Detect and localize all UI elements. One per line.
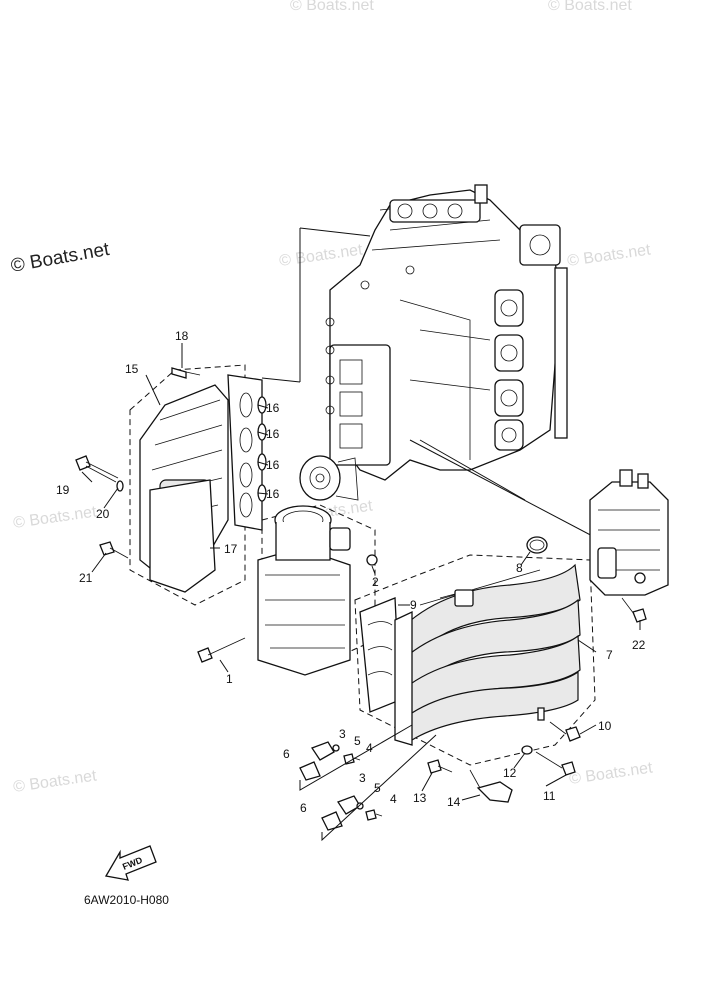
part-label-3: 3 [339, 727, 346, 741]
watermark-faded: © Boats.net [12, 503, 98, 532]
part-label-6: 6 [283, 747, 290, 761]
part-label-20: 20 [96, 507, 110, 521]
part-label-9: 9 [410, 598, 417, 612]
part-number-labels: 1 2 3 3 4 4 5 5 6 6 7 8 9 10 11 12 13 14… [56, 329, 646, 815]
part-label-10: 10 [598, 719, 612, 733]
part-label-4: 4 [366, 741, 373, 755]
part-label-4b: 4 [390, 792, 397, 806]
part-label-16d: 16 [266, 487, 280, 501]
watermark-faded: © Boats.net [566, 241, 652, 270]
part-label-18: 18 [175, 329, 189, 343]
throttle-body [197, 504, 378, 676]
cylinder-ports [494, 289, 524, 451]
reference-code: 6AW2010-H080 [84, 893, 169, 907]
part-label-5: 5 [354, 734, 361, 748]
sensor-assembly [299, 724, 437, 842]
part-label-6b: 6 [300, 801, 307, 815]
part-label-16c: 16 [266, 458, 280, 472]
part-label-2: 2 [372, 575, 379, 589]
part-label-19: 19 [56, 483, 70, 497]
part-label-7: 7 [606, 648, 613, 662]
part-label-22: 22 [632, 638, 646, 652]
part-label-8: 8 [516, 561, 523, 575]
watermark-faded: © Boats.net [290, 0, 374, 14]
watermark-faded: © Boats.net [568, 759, 654, 788]
watermark-main: © Boats.net [9, 239, 111, 277]
part-label-12: 12 [503, 766, 517, 780]
vapor-separator [589, 469, 669, 623]
oil-filter [299, 455, 359, 501]
part-label-16b: 16 [266, 427, 280, 441]
fwd-arrow-icon: FWD [104, 845, 157, 881]
engine-block [299, 184, 568, 501]
part-label-21: 21 [79, 571, 93, 585]
part-label-5b: 5 [374, 781, 381, 795]
watermark-faded: © Boats.net [278, 241, 364, 270]
part-label-11: 11 [543, 789, 556, 803]
part-label-1: 1 [226, 672, 233, 686]
part-label-16: 16 [266, 401, 280, 415]
watermark-faded: © Boats.net [548, 0, 632, 14]
part-label-13: 13 [413, 791, 427, 805]
part-label-15: 15 [125, 362, 139, 376]
left-intake-assembly [75, 364, 267, 606]
part-label-17: 17 [224, 542, 238, 556]
right-intake-assembly [354, 536, 596, 803]
part-label-14: 14 [447, 795, 461, 809]
watermark-faded: © Boats.net [12, 767, 98, 796]
part-label-3b: 3 [359, 771, 366, 785]
